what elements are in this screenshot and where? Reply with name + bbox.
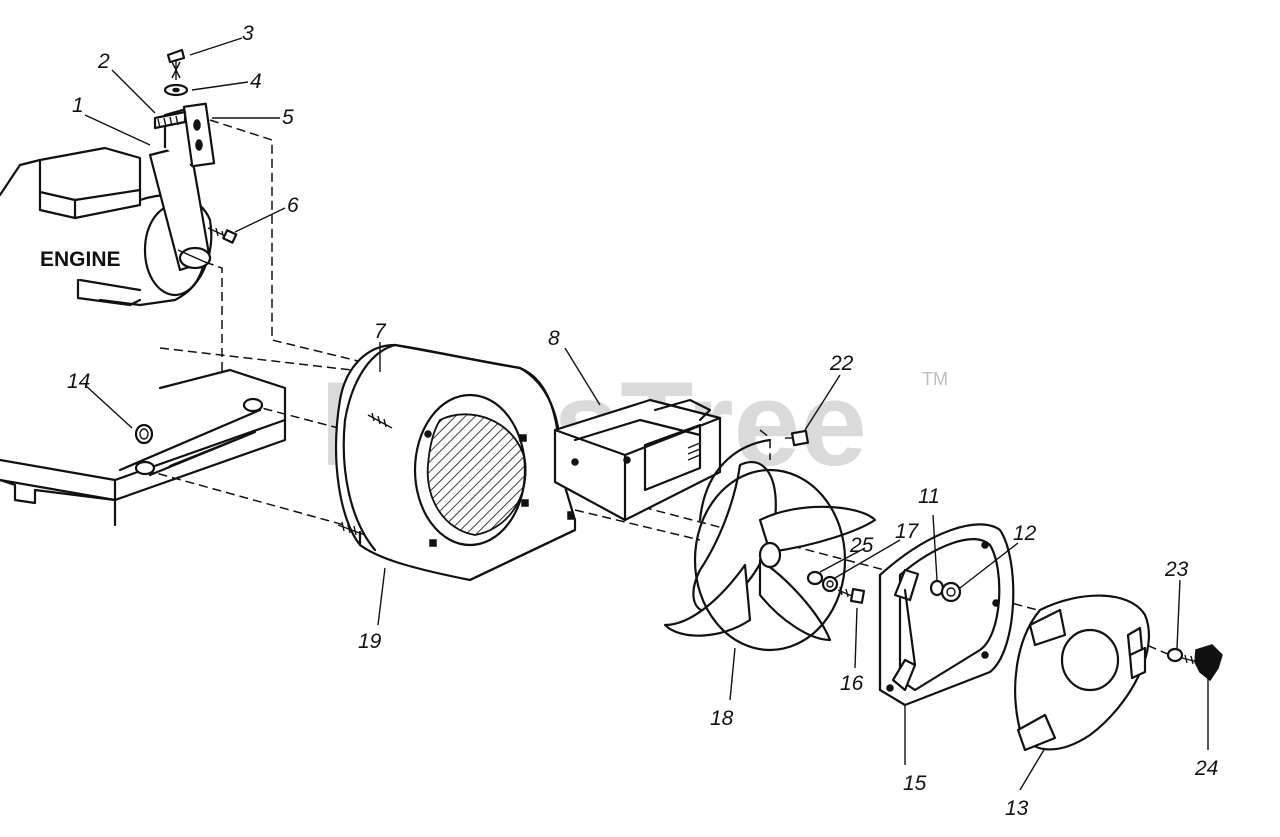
- callouts: 1 2 3 4 5 6 7 8 11 12 13 14 15 16 17 18 …: [67, 22, 1218, 820]
- callout-19: 19: [358, 630, 382, 653]
- callout-15: 15: [903, 772, 927, 795]
- callout-11: 11: [918, 485, 940, 508]
- engine-label: ENGINE: [40, 248, 121, 271]
- callout-2: 2: [97, 50, 110, 73]
- callout-23: 23: [1164, 558, 1189, 581]
- watermark-trademark: TM: [922, 369, 948, 389]
- engine: ENGINE: [0, 146, 213, 307]
- impeller: [663, 438, 877, 652]
- cover: [1014, 594, 1150, 752]
- base-plate: [0, 368, 287, 527]
- callout-7: 7: [374, 320, 387, 343]
- callout-3: 3: [242, 22, 254, 45]
- leader-lines: [84, 37, 1209, 791]
- callout-13: 13: [1005, 797, 1029, 820]
- blower-housing: [335, 343, 577, 582]
- callout-16: 16: [840, 672, 864, 695]
- knob-hardware: [1166, 644, 1223, 682]
- callout-4: 4: [250, 70, 262, 93]
- bolt-22: [785, 429, 810, 447]
- discharge-adapter: [553, 398, 722, 522]
- callout-1: 1: [72, 94, 84, 117]
- callout-6: 6: [287, 194, 299, 217]
- mounting-bracket: [148, 48, 238, 272]
- callout-17: 17: [895, 520, 920, 543]
- hardware-16-17-25: [806, 570, 866, 604]
- callout-14: 14: [67, 370, 90, 393]
- back-plate: [878, 523, 1015, 707]
- callout-18: 18: [710, 707, 734, 730]
- callout-8: 8: [548, 327, 560, 350]
- callout-24: 24: [1194, 757, 1218, 780]
- callout-5: 5: [282, 106, 294, 129]
- callout-12: 12: [1013, 522, 1037, 545]
- callout-25: 25: [849, 534, 874, 557]
- callout-22: 22: [829, 352, 854, 375]
